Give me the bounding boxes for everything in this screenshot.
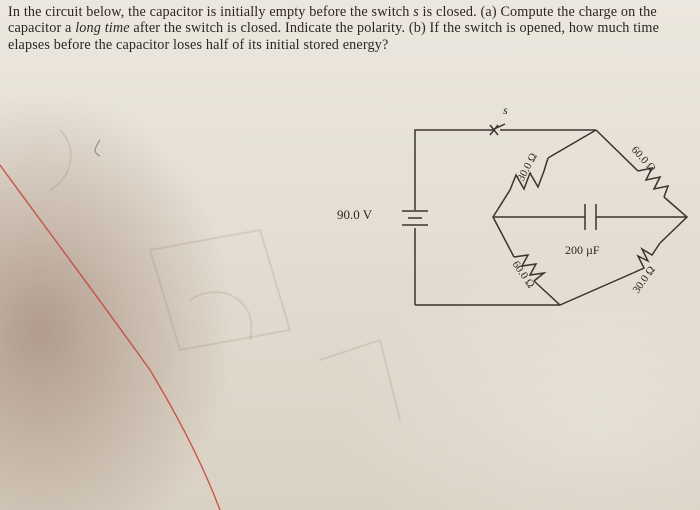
resistor-lower-right bbox=[632, 242, 661, 274]
resistor-upper-right bbox=[637, 166, 670, 198]
problem-text-part1: In the circuit below, the capacitor is i… bbox=[8, 4, 414, 20]
bleed-through-sketch bbox=[49, 129, 401, 421]
capacitor-label: 200 µF bbox=[565, 243, 600, 257]
switch bbox=[489, 123, 506, 136]
resistor-upper-left-label: 30.0 Ω bbox=[515, 151, 540, 183]
red-pen-line bbox=[0, 164, 221, 510]
switch-variable: s bbox=[413, 4, 419, 20]
battery bbox=[402, 210, 428, 226]
battery-label: 90.0 V bbox=[337, 207, 373, 222]
capacitor bbox=[584, 204, 597, 230]
problem-text-part2: is closed. (a) Compute the charge on the… bbox=[8, 4, 657, 37]
problem-text-part3: after the switch is closed. Indicate the… bbox=[8, 20, 660, 53]
resistor-upper-left bbox=[509, 157, 549, 191]
problem-statement: In the circuit below, the capacitor is i… bbox=[8, 4, 696, 53]
circuit-wires bbox=[414, 129, 689, 306]
switch-label: s bbox=[503, 103, 508, 117]
pencil-mark bbox=[94, 139, 101, 157]
emphasis-long-time: long time bbox=[75, 20, 130, 37]
resistor-lower-left bbox=[513, 254, 547, 282]
resistor-lower-right-label: 30.0 Ω bbox=[631, 264, 658, 296]
